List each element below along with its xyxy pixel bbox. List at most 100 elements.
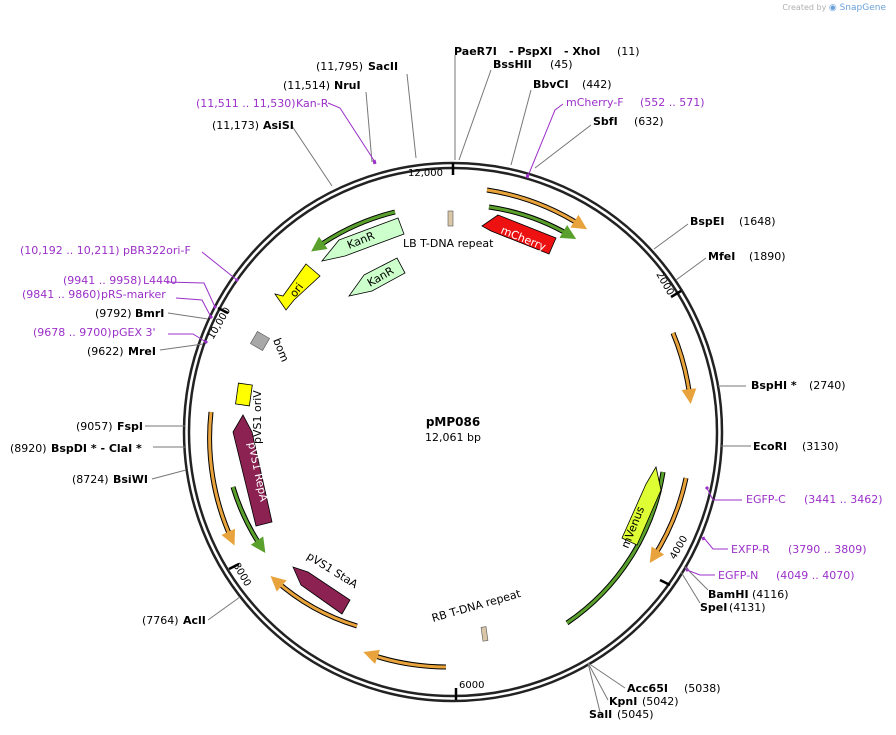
primer-leader — [168, 333, 207, 343]
feature-pvs1-oriv — [235, 382, 253, 407]
enzyme-position: (11,173) — [212, 119, 259, 132]
enzyme-position: (442) — [582, 78, 612, 91]
primer-name: EXFP-R — [731, 543, 770, 556]
enzyme-name: EcoRI — [753, 440, 787, 453]
orf-arc — [486, 188, 588, 230]
tick-mark — [228, 562, 240, 571]
feature-label: bom — [270, 336, 291, 364]
enzyme-position: (8920) — [10, 442, 47, 455]
green-arc — [311, 210, 396, 252]
enzyme-position: (5045) — [617, 708, 654, 721]
feature-bom — [250, 331, 270, 351]
primer-name: EGFP-C — [746, 493, 786, 506]
leader-line — [159, 343, 204, 351]
feature-rb-tdna-repeat — [480, 626, 489, 642]
primer-name: pRS-marker — [101, 288, 166, 301]
leader-line — [587, 662, 609, 701]
credit-prefix: Created by — [782, 3, 827, 12]
tick-mark — [670, 289, 682, 299]
enzyme-name: AclI — [183, 614, 206, 627]
enzyme-name: KpnI — [609, 695, 637, 708]
primer-leader — [165, 281, 216, 308]
ring-tick-label: 6000 — [459, 680, 484, 691]
enzyme-position: (3130) — [802, 440, 839, 453]
primer-range: (9841 .. 9860) — [22, 288, 101, 301]
enzyme-position: (9792) — [95, 307, 132, 320]
primer-name: Kan-R — [296, 97, 329, 110]
enzyme-position: (1648) — [739, 215, 776, 228]
enzyme-name: BsiWI — [113, 473, 148, 486]
leader-line — [653, 223, 689, 250]
leader-line — [510, 89, 532, 166]
green-arc — [231, 486, 266, 553]
leader-line — [458, 69, 492, 161]
primer-range: (3441 .. 3462) — [804, 493, 883, 506]
primer-leader — [175, 297, 212, 318]
leader-line — [167, 312, 209, 320]
primer-range: (11,511 .. 11,530) — [196, 97, 296, 110]
primer-leader — [201, 251, 238, 281]
orf-arc — [363, 649, 447, 669]
leader-line — [534, 124, 592, 169]
snapgene-logo: ◉ SnapGene — [828, 3, 886, 13]
feature-ori: ori — [274, 263, 321, 311]
enzyme-name: BspDI * - ClaI * — [51, 442, 142, 455]
enzyme-name: BbvCI — [533, 78, 569, 91]
feature-label: RB T-DNA repeat — [430, 587, 523, 625]
ring-tick-label: 8000 — [230, 561, 252, 589]
enzyme-position: (9057) — [76, 420, 113, 433]
leader-line — [587, 662, 601, 713]
ring-tick-label: 12,000 — [408, 168, 443, 179]
leader-line — [365, 91, 373, 163]
leader-line — [291, 125, 333, 187]
enzyme-name: SpeI — [700, 601, 727, 614]
orf-arc — [671, 332, 697, 404]
enzyme-position: (11,514) — [283, 79, 330, 92]
primer-range: (9678 .. 9700) — [33, 326, 112, 339]
primer-leader — [327, 102, 376, 163]
primer-leader — [706, 487, 742, 501]
enzyme-name: PaeR7I — [454, 45, 497, 58]
feature-label: pVS1 oriV — [251, 390, 264, 444]
enzyme-name: - XhoI — [564, 45, 600, 58]
enzyme-name: BmrI — [135, 307, 164, 320]
primer-mark — [525, 173, 530, 179]
leader-line — [683, 565, 709, 591]
enzyme-name: BssHII — [493, 58, 532, 71]
credit-brand: SnapGene — [839, 3, 886, 13]
primer-mark — [701, 536, 706, 541]
enzyme-position: (5042) — [642, 695, 679, 708]
primer-name: EGFP-N — [718, 569, 758, 582]
enzyme-position: (11) — [617, 45, 640, 58]
enzyme-position: (2740) — [809, 379, 846, 392]
enzyme-name: BamHI — [708, 588, 749, 601]
green-arc — [488, 205, 577, 240]
enzyme-name: NruI — [334, 79, 361, 92]
plasmid-name: pMP086 — [426, 415, 480, 429]
enzyme-name: SacII — [368, 60, 398, 73]
enzyme-name: MreI — [128, 345, 156, 358]
enzyme-name: - PspXI — [509, 45, 552, 58]
enzyme-position: (1890) — [749, 250, 786, 263]
leader-line — [406, 73, 417, 159]
primer-leaders — [165, 102, 742, 576]
ring-tick-label: 4000 — [668, 534, 690, 562]
enzyme-name: SalI — [589, 708, 612, 721]
primer-name: pBR322ori-F — [123, 244, 191, 257]
enzyme-position: (4131) — [729, 601, 766, 614]
leader-line — [587, 662, 626, 689]
leader-line — [680, 571, 701, 604]
enzyme-position: (7764) — [142, 614, 179, 627]
leader-line — [207, 596, 241, 621]
leader-line — [151, 469, 187, 480]
feature-pvs1-staa: pVS1 StaA — [292, 550, 361, 615]
orf-arc — [270, 576, 358, 628]
enzyme-labels: PaeR7I - PspXI - XhoI (11) BssHII (45) B… — [10, 45, 846, 721]
orf-arc — [208, 411, 236, 546]
feature-kanr-2: KanR — [348, 257, 406, 297]
enzyme-name: SbfI — [593, 115, 618, 128]
leader-line — [675, 257, 707, 281]
enzyme-position: (45) — [550, 58, 573, 71]
enzyme-position: (11,795) — [316, 60, 363, 73]
